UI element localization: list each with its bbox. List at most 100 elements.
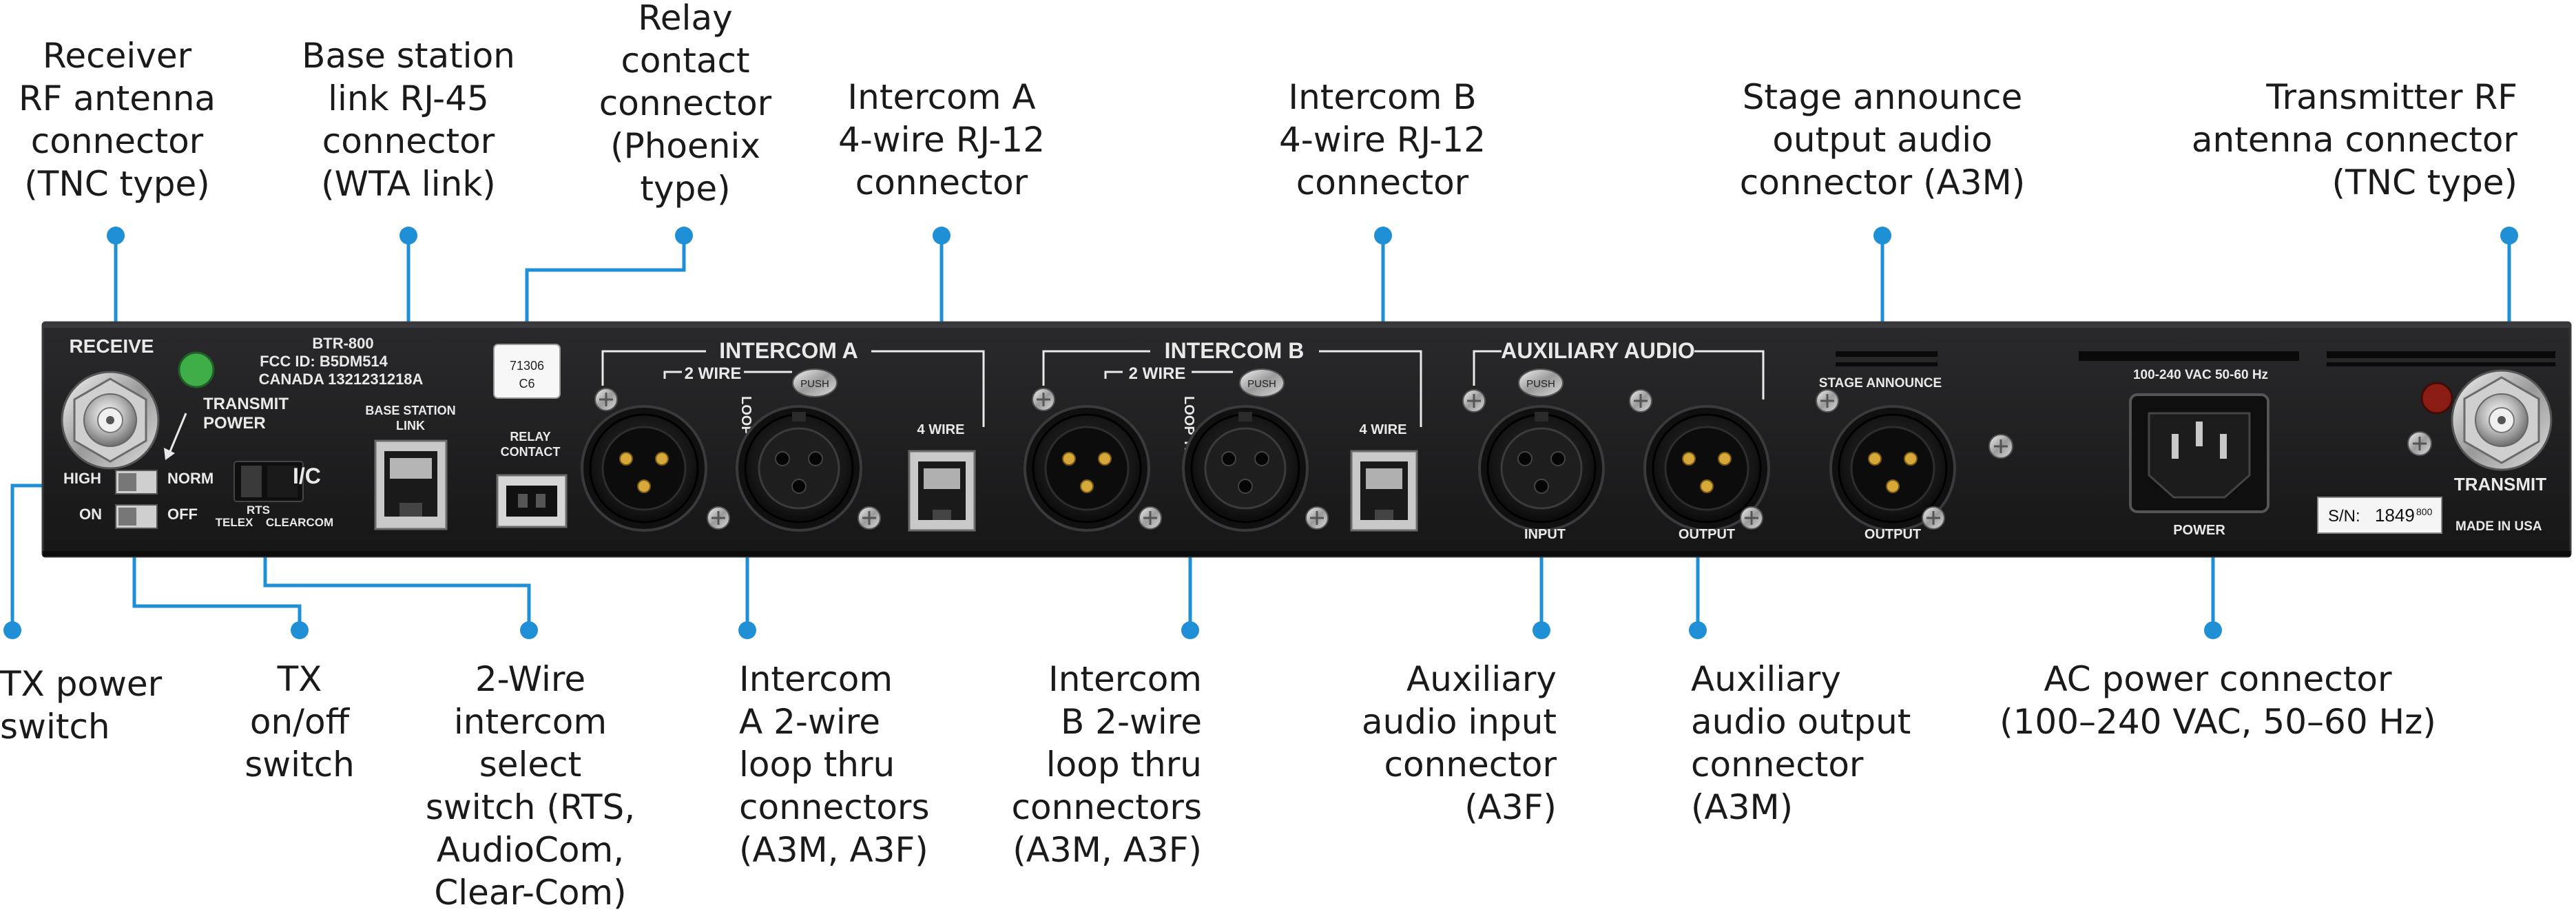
stage-announce-vent bbox=[1836, 351, 1938, 366]
clearcom-label: CLEARCOM bbox=[266, 516, 333, 529]
push-label: PUSH bbox=[800, 378, 829, 390]
leader-dot bbox=[520, 621, 538, 639]
receive-antenna-connector[interactable] bbox=[61, 371, 160, 470]
power-label: POWER bbox=[2173, 523, 2225, 538]
intercom-b-loop-male-xlr[interactable] bbox=[1024, 388, 1162, 532]
intercom-select-switch[interactable] bbox=[233, 461, 304, 502]
relay-label-1: RELAY bbox=[510, 430, 550, 444]
leader-dot bbox=[738, 621, 756, 639]
sn-label: S/N: bbox=[2328, 507, 2360, 526]
transmit-label: TRANSMIT bbox=[2454, 474, 2546, 495]
sticker-line-1: 71306 bbox=[510, 359, 544, 373]
serial-sticker bbox=[493, 344, 561, 399]
intercom-a-loop-female-xlr[interactable]: PUSH bbox=[736, 368, 881, 532]
intercom-b-rj12-connector[interactable] bbox=[1350, 450, 1418, 532]
intercom-b-four-wire-label: 4 WIRE bbox=[1360, 422, 1407, 437]
receive-label: RECEIVE bbox=[70, 335, 154, 357]
transmit-antenna-connector[interactable] bbox=[2451, 369, 2553, 471]
on-label: ON bbox=[79, 506, 102, 523]
panel-top-edge bbox=[43, 324, 2570, 328]
panel-screw bbox=[2407, 431, 2432, 456]
intercom-b-bracket bbox=[1042, 350, 1422, 427]
intercom-b-two-wire: 2 WIRE bbox=[1129, 364, 1186, 383]
ac-power-inlet[interactable] bbox=[2129, 393, 2269, 513]
aux-input-female-xlr[interactable]: PUSH bbox=[1462, 368, 1605, 532]
callout-intercom-b-loop: Intercom B 2-wire loop thru connectors (… bbox=[1011, 659, 1202, 870]
panel-screw bbox=[1139, 506, 1162, 530]
rts-label: RTS bbox=[247, 503, 270, 517]
leader-dot bbox=[933, 227, 951, 245]
aux-input-label: INPUT bbox=[1524, 527, 1566, 542]
intercom-b-label: INTERCOM B bbox=[1165, 338, 1305, 363]
leader-dot bbox=[1374, 227, 1392, 245]
status-led-red bbox=[2420, 382, 2453, 415]
stage-announce-output-label: OUTPUT bbox=[1865, 527, 1921, 542]
intercom-a-label: INTERCOM A bbox=[719, 338, 858, 363]
panel-screw bbox=[1740, 506, 1763, 530]
callout-tx-onoff: TX on/off switch bbox=[245, 659, 355, 785]
aux-output-male-xlr[interactable] bbox=[1629, 389, 1770, 532]
callout-intercom-b-4wire: Intercom B 4-wire RJ-12 connector bbox=[1278, 77, 1486, 202]
intercom-a-rj12-connector[interactable] bbox=[908, 450, 976, 532]
canada-label: CANADA 1321231218A bbox=[259, 371, 424, 388]
relay-contact-phoenix-connector[interactable] bbox=[496, 474, 568, 528]
transmit-power-label-2: POWER bbox=[203, 414, 266, 433]
tx-onoff-switch[interactable] bbox=[115, 504, 158, 529]
panel-screw bbox=[858, 506, 881, 530]
sticker-line-2: C6 bbox=[519, 377, 534, 391]
push-latch[interactable]: PUSH bbox=[792, 368, 838, 397]
panel-bottom-edge bbox=[43, 551, 2570, 557]
transmit-vent bbox=[2327, 351, 2555, 366]
base-station-label-1: BASE STATION bbox=[365, 404, 455, 417]
callout-intercom-a-loop: Intercom A 2-wire loop thru connectors (… bbox=[739, 659, 930, 870]
intercom-a-loop-male-xlr[interactable] bbox=[581, 388, 730, 532]
made-in-label: MADE IN USA bbox=[2455, 519, 2542, 534]
intercom-b-loop-female-xlr[interactable]: PUSH bbox=[1182, 368, 1329, 532]
transmit-power-arrow bbox=[167, 413, 187, 455]
push-label: PUSH bbox=[1247, 378, 1276, 390]
aux-output-label: OUTPUT bbox=[1679, 527, 1735, 542]
intercom-a-bracket bbox=[601, 350, 985, 427]
callout-base-station: Base station link RJ-45 connector (WTA l… bbox=[302, 36, 515, 204]
callout-ac-power: AC power connector (100–240 VAC, 50–60 H… bbox=[1999, 659, 2436, 742]
push-latch[interactable]: PUSH bbox=[1239, 368, 1285, 397]
panel-screw bbox=[707, 506, 730, 530]
leader-dot bbox=[2500, 227, 2518, 245]
callout-aux-input: Auxiliary audio input connector (A3F) bbox=[1361, 659, 1557, 827]
panel-screw bbox=[1816, 389, 1839, 413]
leader-dot bbox=[1689, 621, 1707, 639]
panel-screw bbox=[594, 388, 618, 411]
leader-dot bbox=[1181, 621, 1199, 639]
leader-dot bbox=[1873, 227, 1891, 245]
callout-transmitter-rf: Transmitter RF antenna connector (TNC ty… bbox=[2191, 77, 2517, 202]
sn-value: 1849 bbox=[2375, 505, 2415, 526]
transmit-power-label-1: TRANSMIT bbox=[203, 395, 289, 413]
callout-tx-power-switch: TX power switch bbox=[0, 664, 163, 747]
norm-label: NORM bbox=[167, 470, 214, 487]
panel-screw bbox=[1305, 506, 1329, 530]
leader-relay-contact bbox=[525, 236, 686, 324]
push-label: PUSH bbox=[1526, 378, 1555, 390]
leader-dot bbox=[399, 227, 417, 245]
sn-small: 800 bbox=[2416, 506, 2433, 517]
leader-tx-onoff bbox=[132, 551, 302, 630]
leader-dot bbox=[2204, 621, 2222, 639]
ic-label: I/C bbox=[293, 464, 321, 488]
callout-relay-contact: Relay contact connector (Phoenix type) bbox=[599, 0, 772, 209]
base-station-rj45-connector[interactable] bbox=[374, 439, 448, 530]
transmit-power-arrowhead bbox=[164, 448, 175, 460]
push-latch[interactable]: PUSH bbox=[1518, 368, 1564, 397]
intercom-a-two-wire: 2 WIRE bbox=[685, 364, 742, 383]
relay-label-2: CONTACT bbox=[501, 445, 561, 459]
leader-dot bbox=[675, 227, 693, 245]
stage-announce-male-xlr[interactable] bbox=[1816, 389, 1956, 532]
xlr-connectors: PUSH PUSH PUSH bbox=[581, 368, 1956, 532]
tx-power-switch[interactable] bbox=[115, 470, 158, 495]
fcc-label: FCC ID: B5DM514 bbox=[260, 353, 388, 370]
aux-audio-bracket bbox=[1473, 350, 1765, 399]
callout-receiver-rf: Receiver RF antenna connector (TNC type) bbox=[18, 36, 216, 204]
serial-number-label bbox=[2317, 497, 2442, 534]
high-label: HIGH bbox=[63, 470, 101, 487]
